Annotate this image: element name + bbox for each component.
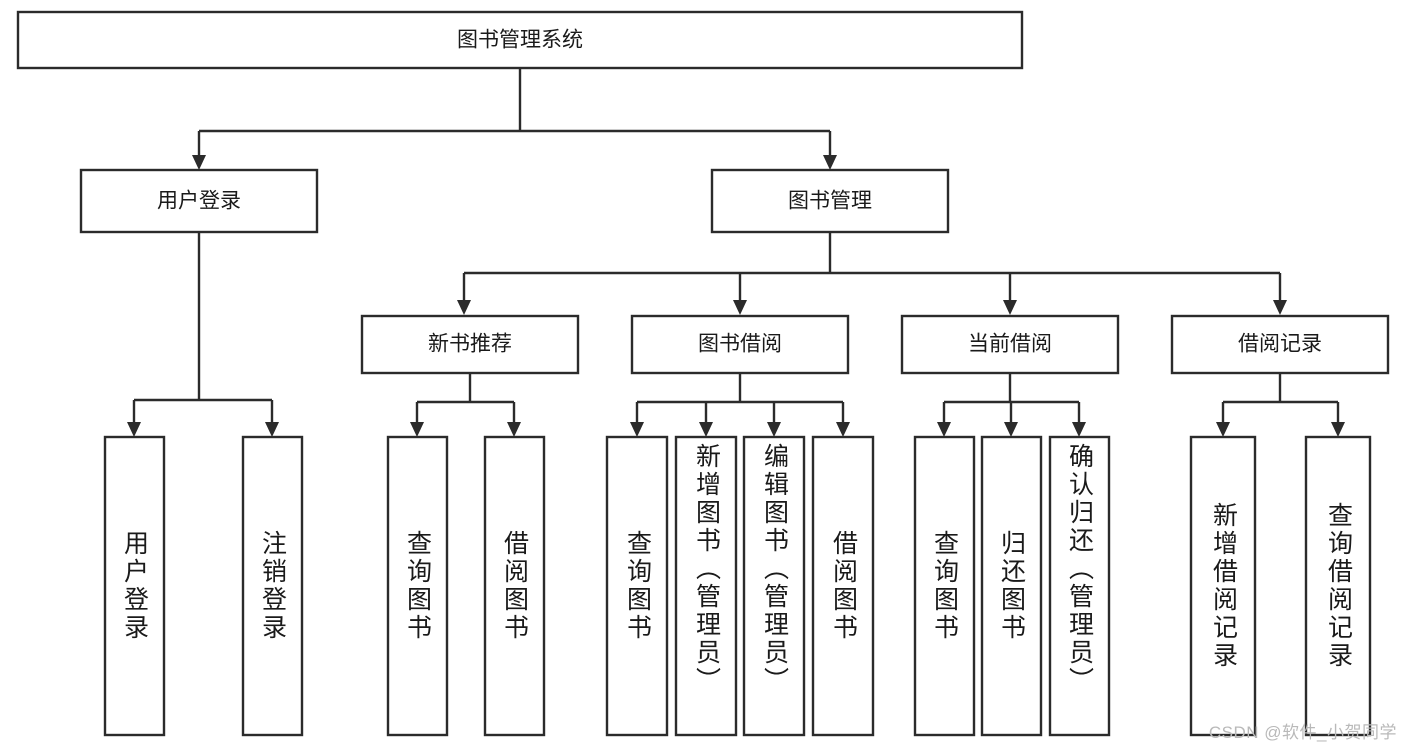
node-login-box[interactable] xyxy=(79,168,319,234)
node-current-box[interactable] xyxy=(900,314,1120,375)
arrow-bookmgmt-to-current xyxy=(1003,300,1017,315)
arrow-newbook-to-leaf2 xyxy=(507,422,521,437)
leaf-query-record[interactable] xyxy=(1304,435,1372,737)
arrow-borrow-to-leaf1 xyxy=(630,422,644,437)
connector-layer xyxy=(127,68,1345,437)
leaf-confirm-return-box[interactable] xyxy=(1048,435,1111,737)
leaf-user-logout-box[interactable] xyxy=(241,435,304,737)
leaf-query-book-1-box[interactable] xyxy=(386,435,449,737)
arrow-root-to-bookmgmt xyxy=(823,155,837,170)
arrow-current-to-leaf2 xyxy=(1004,422,1018,437)
node-root[interactable]: 图书管理系统 xyxy=(16,10,1024,70)
arrow-root-to-login xyxy=(192,155,206,170)
node-records-box[interactable] xyxy=(1170,314,1390,375)
leaf-user-login[interactable] xyxy=(103,435,166,737)
leaf-query-book-2-box[interactable] xyxy=(605,435,669,737)
leaf-query-book-1[interactable] xyxy=(386,435,449,737)
node-login-label: 用户登录 xyxy=(157,190,241,213)
leaf-edit-book-box[interactable] xyxy=(742,435,806,737)
leaf-add-record[interactable] xyxy=(1189,435,1257,737)
leaf-borrow-book-1[interactable] xyxy=(483,435,546,737)
arrow-bookmgmt-to-records xyxy=(1273,300,1287,315)
node-bookmgmt[interactable]: 图书管理 xyxy=(710,168,950,234)
arrow-bookmgmt-to-borrow xyxy=(733,300,747,315)
arrow-records-to-leaf2 xyxy=(1331,422,1345,437)
node-current[interactable]: 当前借阅 xyxy=(900,314,1120,375)
leaf-edit-book[interactable] xyxy=(742,435,806,737)
leaf-add-record-box[interactable] xyxy=(1189,435,1257,737)
arrow-login-to-leaf1 xyxy=(127,422,141,437)
arrow-borrow-to-leaf4 xyxy=(836,422,850,437)
node-bookmgmt-box[interactable] xyxy=(710,168,950,234)
node-root-label: 图书管理系统 xyxy=(457,29,583,52)
node-records-label: 借阅记录 xyxy=(1238,333,1322,356)
arrow-records-to-leaf1 xyxy=(1216,422,1230,437)
node-current-label: 当前借阅 xyxy=(968,333,1052,356)
arrow-current-to-leaf3 xyxy=(1072,422,1086,437)
node-newbook[interactable]: 新书推荐 xyxy=(360,314,580,375)
leaf-borrow-book-2[interactable] xyxy=(811,435,875,737)
arrow-borrow-to-leaf2 xyxy=(699,422,713,437)
leaf-query-record-box[interactable] xyxy=(1304,435,1372,737)
node-borrow-label: 图书借阅 xyxy=(698,333,782,356)
leaf-user-logout[interactable] xyxy=(241,435,304,737)
arrow-borrow-to-leaf3 xyxy=(767,422,781,437)
leaf-query-book-3-box[interactable] xyxy=(913,435,976,737)
leaf-borrow-book-2-box[interactable] xyxy=(811,435,875,737)
leaf-query-book-3[interactable] xyxy=(913,435,976,737)
arrow-newbook-to-leaf1 xyxy=(410,422,424,437)
leaf-query-book-2[interactable] xyxy=(605,435,669,737)
leaf-add-book[interactable] xyxy=(674,435,738,737)
node-records[interactable]: 借阅记录 xyxy=(1170,314,1390,375)
node-root-box[interactable] xyxy=(16,10,1024,70)
leaf-return-book[interactable] xyxy=(980,435,1043,737)
leaf-borrow-book-1-box[interactable] xyxy=(483,435,546,737)
leaf-add-book-box[interactable] xyxy=(674,435,738,737)
leaf-confirm-return[interactable] xyxy=(1048,435,1111,737)
arrow-login-to-leaf2 xyxy=(265,422,279,437)
node-newbook-label: 新书推荐 xyxy=(428,333,512,356)
arrow-bookmgmt-to-newbook xyxy=(457,300,471,315)
node-login[interactable]: 用户登录 xyxy=(79,168,319,234)
leaf-return-book-box[interactable] xyxy=(980,435,1043,737)
node-borrow-box[interactable] xyxy=(630,314,850,375)
node-borrow[interactable]: 图书借阅 xyxy=(630,314,850,375)
arrow-current-to-leaf1 xyxy=(937,422,951,437)
leaf-user-login-box[interactable] xyxy=(103,435,166,737)
node-newbook-box[interactable] xyxy=(360,314,580,375)
node-bookmgmt-label: 图书管理 xyxy=(788,190,872,213)
